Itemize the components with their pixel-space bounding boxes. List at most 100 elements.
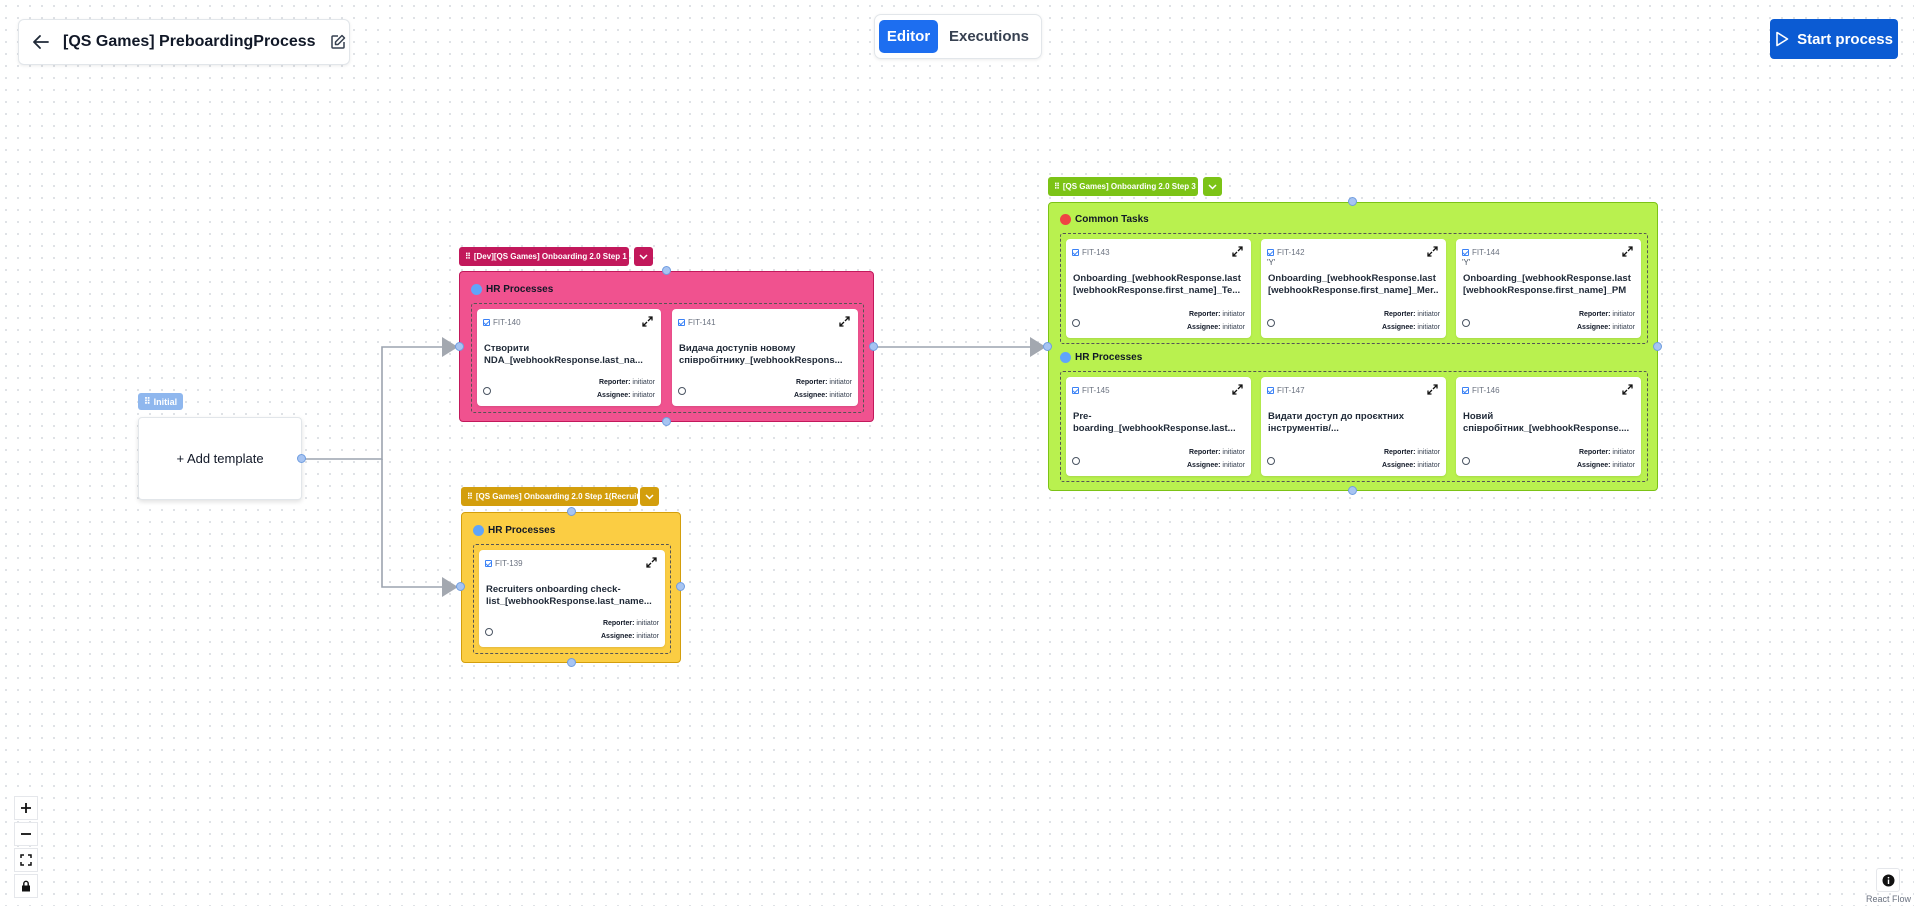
group-pill-label: [QS Games] Onboarding 2.0 Step 1(Recruit…	[475, 492, 638, 501]
group-step1-right-handle[interactable]	[869, 342, 878, 351]
group-recruiters-right-handle[interactable]	[676, 582, 685, 591]
reporter-label: Reporter:	[602, 620, 635, 627]
assignee-label: Assignee:	[1577, 462, 1611, 469]
expand-icon[interactable]	[1622, 384, 1633, 395]
task-meta: Reporter: initiator Assignee: initiator	[601, 617, 659, 643]
status-circle-icon	[483, 387, 491, 395]
hr-section-icon	[471, 284, 482, 295]
expand-icon[interactable]	[1427, 384, 1438, 395]
reporter-label: Reporter:	[1383, 449, 1416, 456]
tab-editor[interactable]: Editor	[879, 20, 938, 53]
back-arrow-icon[interactable]	[33, 31, 49, 53]
group-step1-bottom-handle[interactable]	[662, 417, 671, 426]
section-label-hr: HR Processes	[1060, 352, 1142, 363]
section-label-hr: HR Processes	[471, 284, 553, 295]
assignee-value: initiator	[1612, 324, 1635, 331]
drag-handle-icon: ⠿	[1054, 182, 1060, 191]
task-name: Recruiters onboarding check-list_[webhoo…	[486, 584, 652, 607]
expand-icon[interactable]	[1232, 246, 1243, 257]
status-circle-icon	[1462, 457, 1470, 465]
zoom-in-button[interactable]	[14, 796, 38, 820]
zoom-out-button[interactable]	[14, 822, 38, 846]
status-circle-icon	[678, 387, 686, 395]
group-step3-top-handle[interactable]	[1348, 197, 1357, 206]
status-circle-icon	[1462, 319, 1470, 327]
group-step3-bottom-handle[interactable]	[1348, 486, 1357, 495]
task-card-fit-140[interactable]: FIT-140 Створити NDA_[webhookResponse.la…	[477, 309, 661, 406]
fit-view-button[interactable]	[14, 848, 38, 872]
group-pill-step3[interactable]: ⠿ [QS Games] Onboarding 2.0 Step 3	[1048, 177, 1198, 196]
expand-icon[interactable]	[1232, 384, 1243, 395]
section-box-hr: FIT-139 Recruiters onboarding check-list…	[473, 544, 671, 654]
info-button[interactable]	[1876, 868, 1900, 892]
task-card-fit-145[interactable]: FIT-145 Pre-boarding_[webhookResponse.la…	[1066, 377, 1251, 476]
edge-arrow-recruiters	[442, 577, 458, 597]
react-flow-attribution[interactable]: React Flow	[1866, 894, 1912, 904]
add-template-button[interactable]: + Add template	[138, 417, 302, 500]
task-key: FIT-147	[1267, 386, 1305, 395]
group-pill-label: [QS Games] Onboarding 2.0 Step 3	[1062, 182, 1196, 191]
lock-button[interactable]	[14, 874, 38, 898]
task-card-fit-143[interactable]: FIT-143 Onboarding_[webhookResponse.last…	[1066, 239, 1251, 338]
task-key-text: FIT-143	[1082, 248, 1110, 257]
section-title: HR Processes	[486, 284, 554, 295]
expand-icon[interactable]	[1622, 246, 1633, 257]
group-step1-left-handle[interactable]	[455, 342, 464, 351]
section-label-hr: HR Processes	[473, 525, 555, 536]
plus-icon	[21, 803, 31, 813]
tab-executions[interactable]: Executions	[948, 28, 1030, 45]
group-toggle-chevron-icon[interactable]	[634, 247, 653, 266]
task-subtitle: 'Y'	[1462, 258, 1471, 267]
reporter-value: initiator	[636, 620, 659, 627]
group-pill-step1-dev[interactable]: ⠿ [Dev][QS Games] Onboarding 2.0 Step 1	[459, 247, 629, 266]
reporter-label: Reporter:	[598, 379, 631, 386]
group-step3-left-handle[interactable]	[1043, 342, 1052, 351]
task-name: Видача доступів новому співробітнику_[we…	[679, 343, 843, 366]
expand-icon[interactable]	[1427, 246, 1438, 257]
task-card-fit-141[interactable]: FIT-141 Видача доступів новому співробіт…	[672, 309, 858, 406]
group-recruiters-top-handle[interactable]	[567, 507, 576, 516]
initial-output-handle[interactable]	[297, 454, 306, 463]
info-icon	[1882, 874, 1894, 886]
task-card-fit-139[interactable]: FIT-139 Recruiters onboarding check-list…	[479, 550, 665, 647]
checkbox-icon	[1267, 249, 1274, 256]
assignee-value: initiator	[1222, 324, 1245, 331]
drag-handle-icon: ⠿	[465, 252, 471, 261]
assignee-value: initiator	[636, 633, 659, 640]
group-recruiters-left-handle[interactable]	[456, 582, 465, 591]
reporter-label: Reporter:	[1578, 311, 1611, 318]
assignee-value: initiator	[632, 392, 655, 399]
group-step1-top-handle[interactable]	[662, 266, 671, 275]
task-key-text: FIT-144	[1472, 248, 1500, 257]
group-recruiters-bottom-handle[interactable]	[567, 658, 576, 667]
task-meta: Reporter: initiator Assignee: initiator	[1382, 308, 1440, 334]
section-label-common-tasks: Common Tasks	[1060, 214, 1149, 225]
task-card-fit-142[interactable]: FIT-142 'Y' Onboarding_[webhookResponse.…	[1261, 239, 1446, 338]
expand-icon[interactable]	[642, 316, 653, 327]
expand-icon[interactable]	[646, 557, 657, 568]
group-step3: Common Tasks FIT-143 Onboarding_[webhook…	[1048, 202, 1658, 491]
group-pill-step1-recruiters[interactable]: ⠿ [QS Games] Onboarding 2.0 Step 1(Recru…	[461, 487, 638, 506]
reporter-value: initiator	[1222, 449, 1245, 456]
group-toggle-chevron-icon[interactable]	[1203, 177, 1222, 196]
edit-pencil-icon[interactable]	[330, 32, 346, 52]
task-card-fit-144[interactable]: FIT-144 'Y' Onboarding_[webhookResponse.…	[1456, 239, 1641, 338]
assignee-label: Assignee:	[1187, 462, 1221, 469]
expand-icon[interactable]	[839, 316, 850, 327]
assignee-label: Assignee:	[794, 392, 828, 399]
task-name: Новий співробітник_[webhookResponse....	[1463, 411, 1630, 434]
task-card-fit-147[interactable]: FIT-147 Видати доступ до проєктних інстр…	[1261, 377, 1446, 476]
reporter-label: Reporter:	[1578, 449, 1611, 456]
task-meta: Reporter: initiator Assignee: initiator	[1382, 446, 1440, 472]
task-card-fit-146[interactable]: FIT-146 Новий співробітник_[webhookRespo…	[1456, 377, 1641, 476]
reporter-value: initiator	[829, 379, 852, 386]
reporter-value: initiator	[1222, 311, 1245, 318]
group-step3-right-handle[interactable]	[1653, 342, 1662, 351]
group-toggle-chevron-icon[interactable]	[640, 487, 659, 506]
section-box-hr: FIT-140 Створити NDA_[webhookResponse.la…	[471, 303, 864, 413]
process-title-card: [QS Games] PreboardingProcess	[18, 19, 350, 65]
edge-initial-to-recruiters	[381, 459, 448, 588]
task-meta: Reporter: initiator Assignee: initiator	[794, 376, 852, 402]
task-key-text: FIT-145	[1082, 386, 1110, 395]
start-process-button[interactable]: Start process	[1770, 19, 1898, 59]
